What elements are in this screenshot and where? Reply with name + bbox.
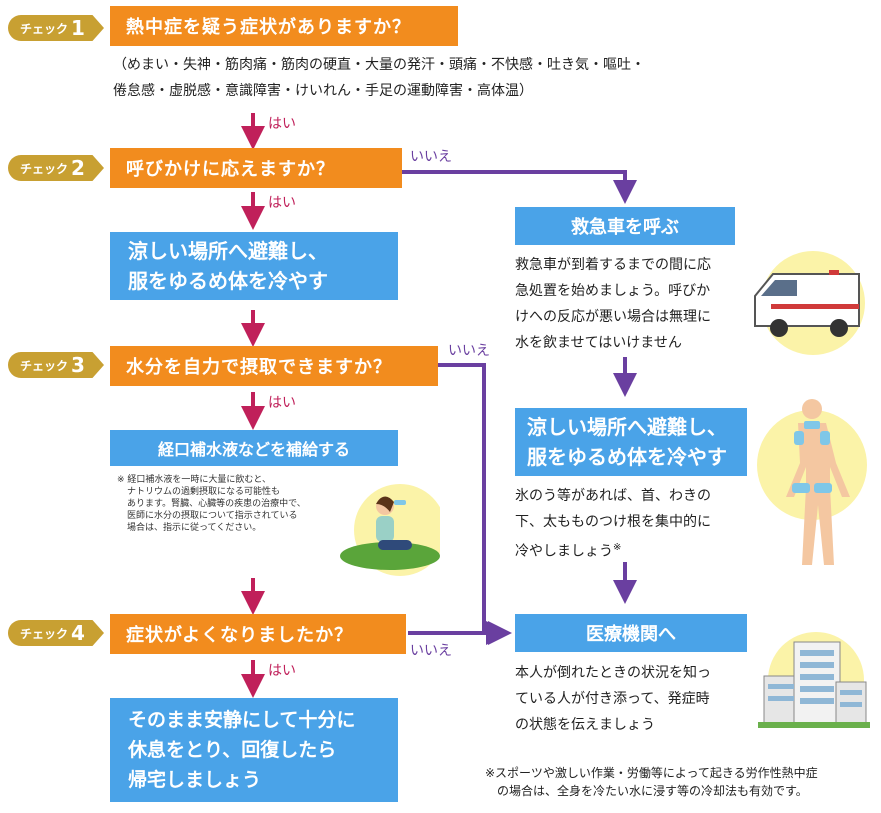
drinking-person-illustration [330,478,440,578]
hospital-text: 本人が倒れたときの状況を知っ ている人が付き添って、発症時 の状態を伝えましょう [515,665,711,733]
rest-box: そのまま安静にして十分に 休息をとり、回復したら 帰宅しましょう [110,698,398,802]
ambulance-illustration [745,248,875,356]
footnote: ※スポーツや激しい作業・労働等によって起きる労作性熱中症 の場合は、全身を冷たい… [485,766,818,798]
cool-text: 氷のう等があれば、首、わきの 下、太もものつけ根を集中的に 冷やしましょう※ [515,488,711,560]
hydrate-box: 経口補水液などを補給する [110,430,398,466]
hospital-illustration [750,630,875,730]
left-cool-box: 涼しい場所へ避難し、服をゆるめ体を冷やす [110,232,398,300]
hospital-box: 医療機関へ [515,614,747,652]
yes-label-4: はい [268,663,296,679]
question-1: 熱中症を疑う症状がありますか？ [110,6,458,46]
ambulance-text: 救急車が到着するまでの間に応 急処置を始めましょう。呼びか けへの反応が悪い場合… [515,257,711,351]
yes-label-3: はい [268,395,296,411]
question-3: 水分を自力で摂取できますか？ [110,346,438,386]
question-4: 症状がよくなりましたか？ [110,614,406,654]
no-label-2: いいえ [410,149,452,165]
ambulance-box: 救急車を呼ぶ [515,207,735,245]
arrow-no-3 [438,363,512,645]
symptoms-line-2: 倦怠感・虚脱感・意識障害・けいれん・手足の運動障害・高体温） [113,83,533,99]
question-2: 呼びかけに応えますか？ [110,148,402,188]
yes-label-1: はい [268,116,296,132]
arrow-no-2 [402,170,637,204]
body-cooling-illustration [752,395,872,570]
yes-label-2: はい [268,195,296,211]
symptoms-line-1: （めまい・失神・筋肉痛・筋肉の硬直・大量の発汗・頭痛・不快感・吐き気・嘔吐・ [113,57,645,73]
hydrate-note: ※ 経口補水液を一時に大量に飲むと、 ナトリウムの過剰摂取になる可能性も ありま… [117,475,306,533]
no-label-3: いいえ [448,343,490,359]
no-label-4: いいえ [410,643,452,659]
right-cool-box: 涼しい場所へ避難し、服をゆるめ体を冷やす [515,408,747,476]
